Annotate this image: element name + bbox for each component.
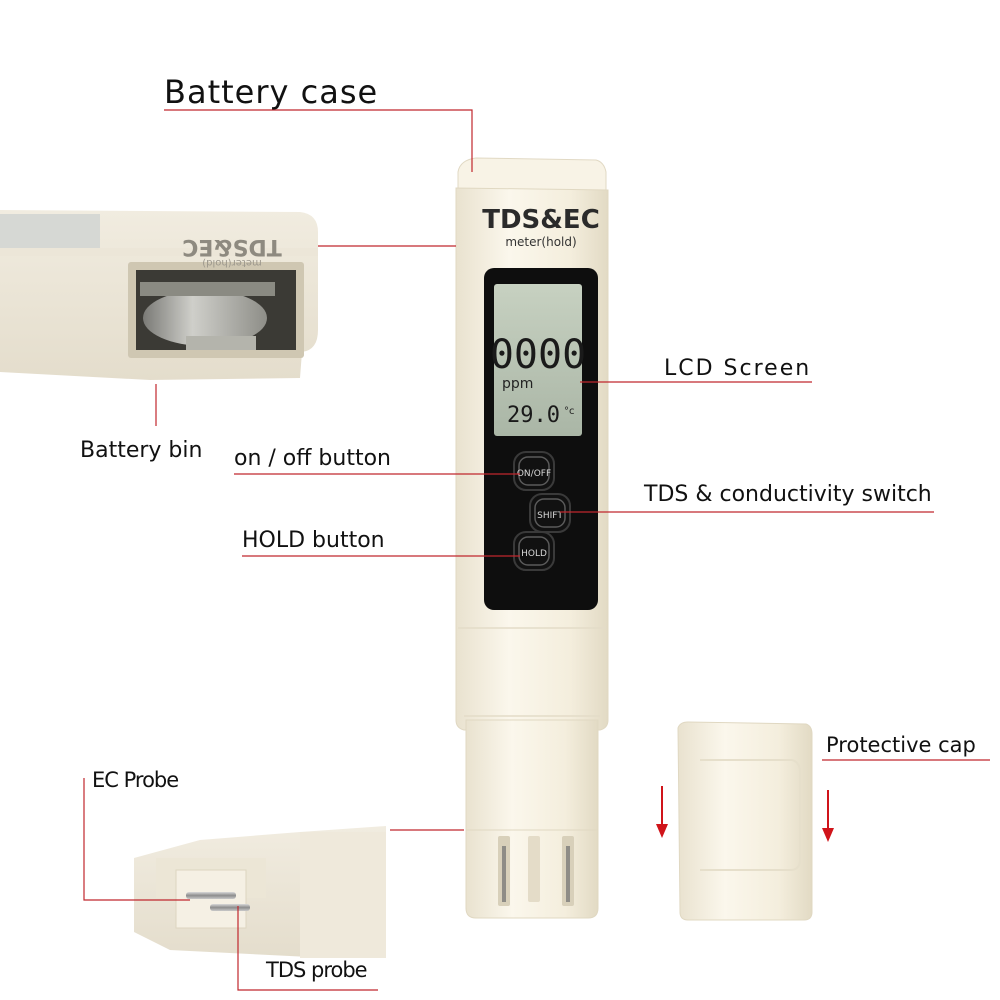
probe-pin-icon [210, 904, 250, 911]
protective-cap [677, 721, 813, 921]
lcd-temperature: 29.0 [507, 403, 560, 428]
label-battery-bin: Battery bin [80, 438, 203, 463]
label-battery-case: Battery case [164, 73, 379, 111]
inset-brand-mirrored: TDS&EC [182, 234, 281, 259]
probe-inset-photo [134, 826, 386, 958]
hold-button[interactable]: HOLD [513, 531, 555, 571]
shift-button[interactable]: SHIFT [529, 493, 571, 533]
lcd-main-reading: 0000 [490, 332, 586, 378]
label-on-off-button: on / off button [234, 446, 391, 471]
hold-button-label: HOLD [521, 549, 547, 559]
inset-subtitle-mirrored: meter(hold) [202, 257, 262, 268]
down-arrow-icon [656, 786, 668, 838]
lcd-screen [494, 284, 582, 436]
label-hold-button: HOLD button [242, 528, 385, 553]
tds-ec-meter: TDS&EC meter(hold) 0000 ppm 29.0 °c ON/O… [455, 157, 609, 919]
label-tds-switch: TDS & conductivity switch [644, 482, 932, 507]
leader-lines [83, 109, 990, 991]
label-tds-probe: TDS probe [266, 958, 368, 982]
lcd-temperature-unit: °c [564, 406, 575, 417]
label-protective-cap: Protective cap [826, 733, 976, 757]
on-off-button-label: ON/OFF [517, 469, 551, 479]
battery-inset-photo: TDS&EC meter(hold) [0, 210, 318, 380]
device-subtitle: meter(hold) [505, 235, 576, 249]
lcd-unit: ppm [502, 376, 533, 392]
label-ec-probe: EC Probe [92, 768, 179, 792]
probe-pin-icon [186, 892, 236, 899]
down-arrow-icon [822, 790, 834, 842]
label-lcd-screen: LCD Screen [664, 356, 812, 381]
shift-button-label: SHIFT [537, 511, 563, 521]
device-brand: TDS&EC [482, 205, 600, 235]
coin-battery-icon [143, 290, 267, 346]
on-off-button[interactable]: ON/OFF [513, 451, 555, 491]
